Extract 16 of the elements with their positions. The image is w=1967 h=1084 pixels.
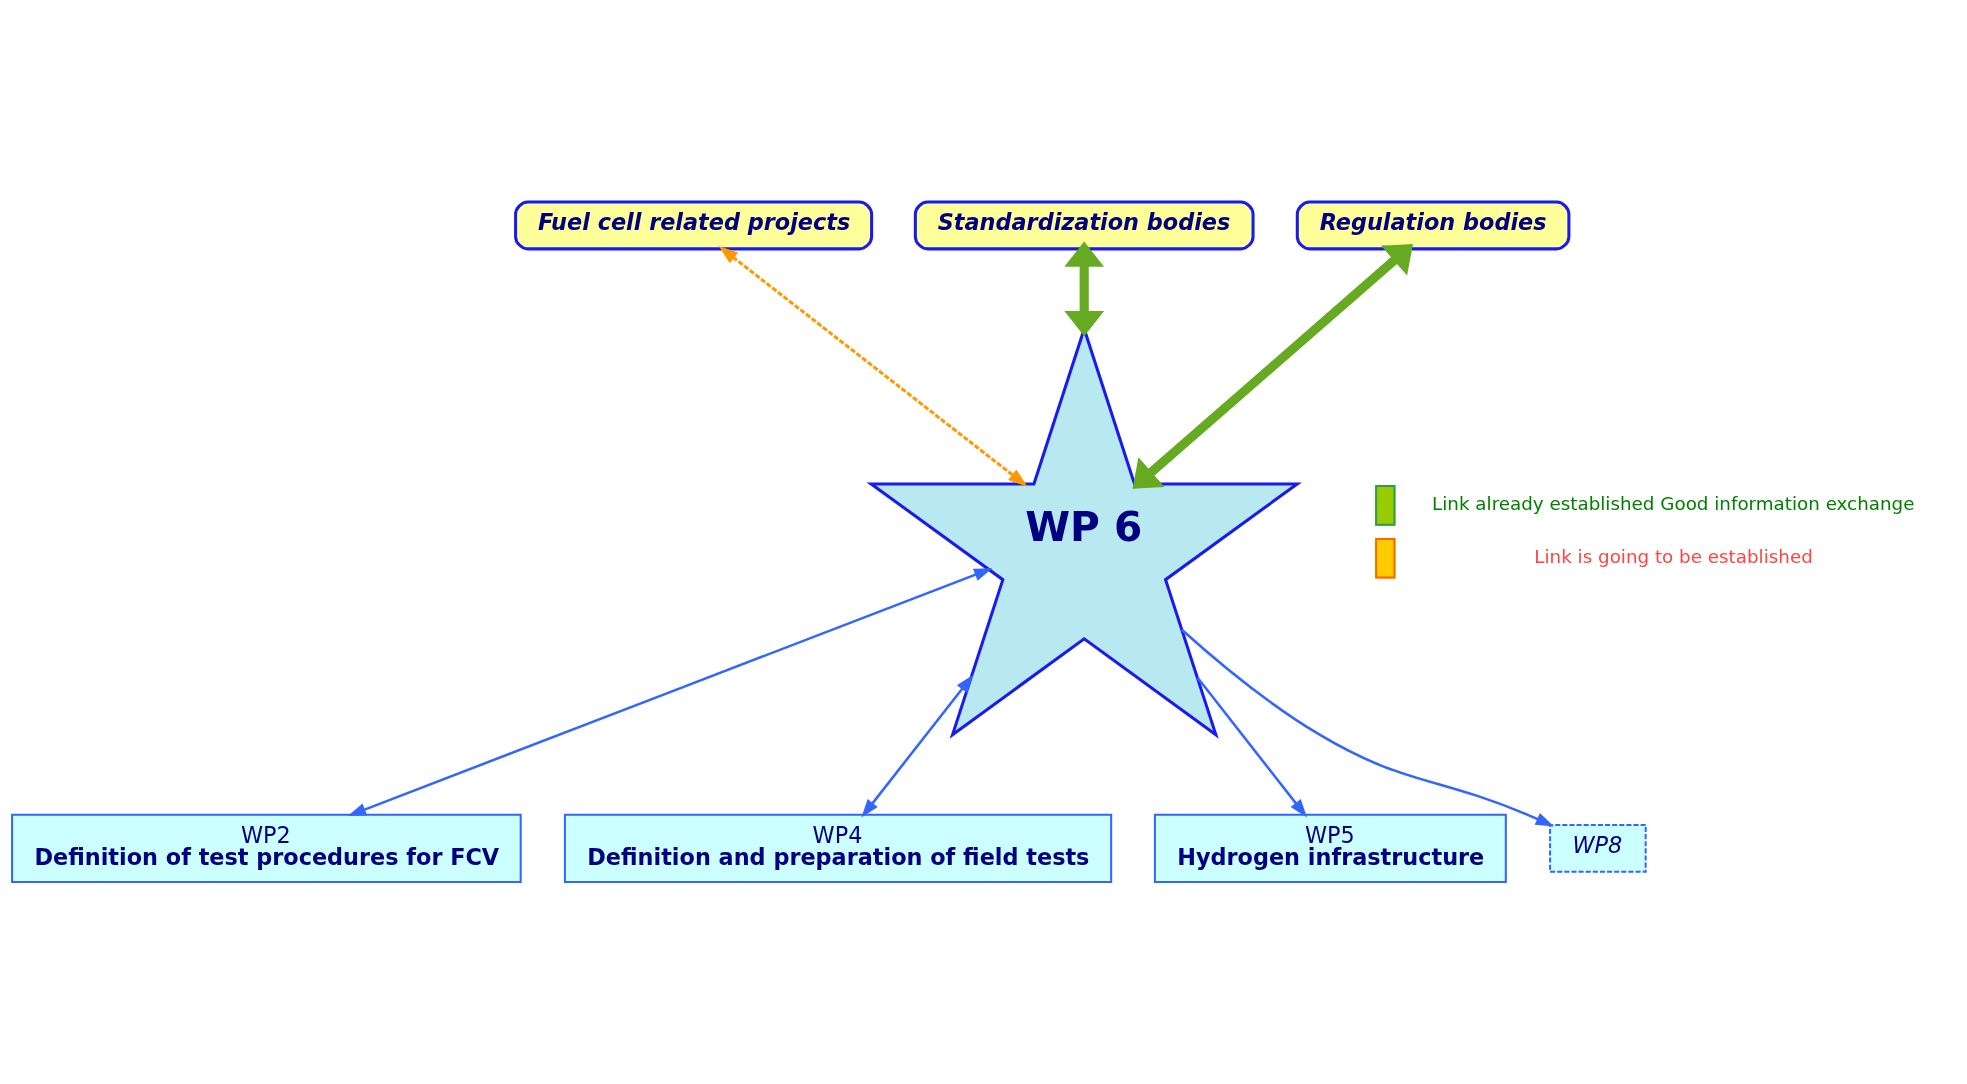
arrow bbox=[1132, 244, 1413, 489]
legend-label: Link is going to be established bbox=[1534, 545, 1813, 567]
node-box: WP4 Definition and preparation of field tests bbox=[563, 813, 1113, 883]
legend-label: Link already established Good information exchange bbox=[1432, 492, 1915, 514]
node-box: Fuel cell related projects bbox=[514, 200, 874, 251]
node-box: WP8 bbox=[1549, 823, 1647, 873]
node-box: Regulation bodies bbox=[1295, 200, 1571, 251]
arrow bbox=[347, 568, 993, 817]
arrow bbox=[1064, 241, 1105, 337]
arrow bbox=[1196, 676, 1307, 818]
arrow bbox=[718, 246, 1028, 487]
arrow bbox=[861, 674, 974, 818]
node-box: WP2 Definition of test procedures for FCV bbox=[11, 813, 522, 883]
arrow bbox=[1181, 628, 1554, 827]
node-box: WP5 Hydrogen infrastructure bbox=[1153, 813, 1507, 883]
node-box: Standardization bodies bbox=[913, 200, 1255, 251]
